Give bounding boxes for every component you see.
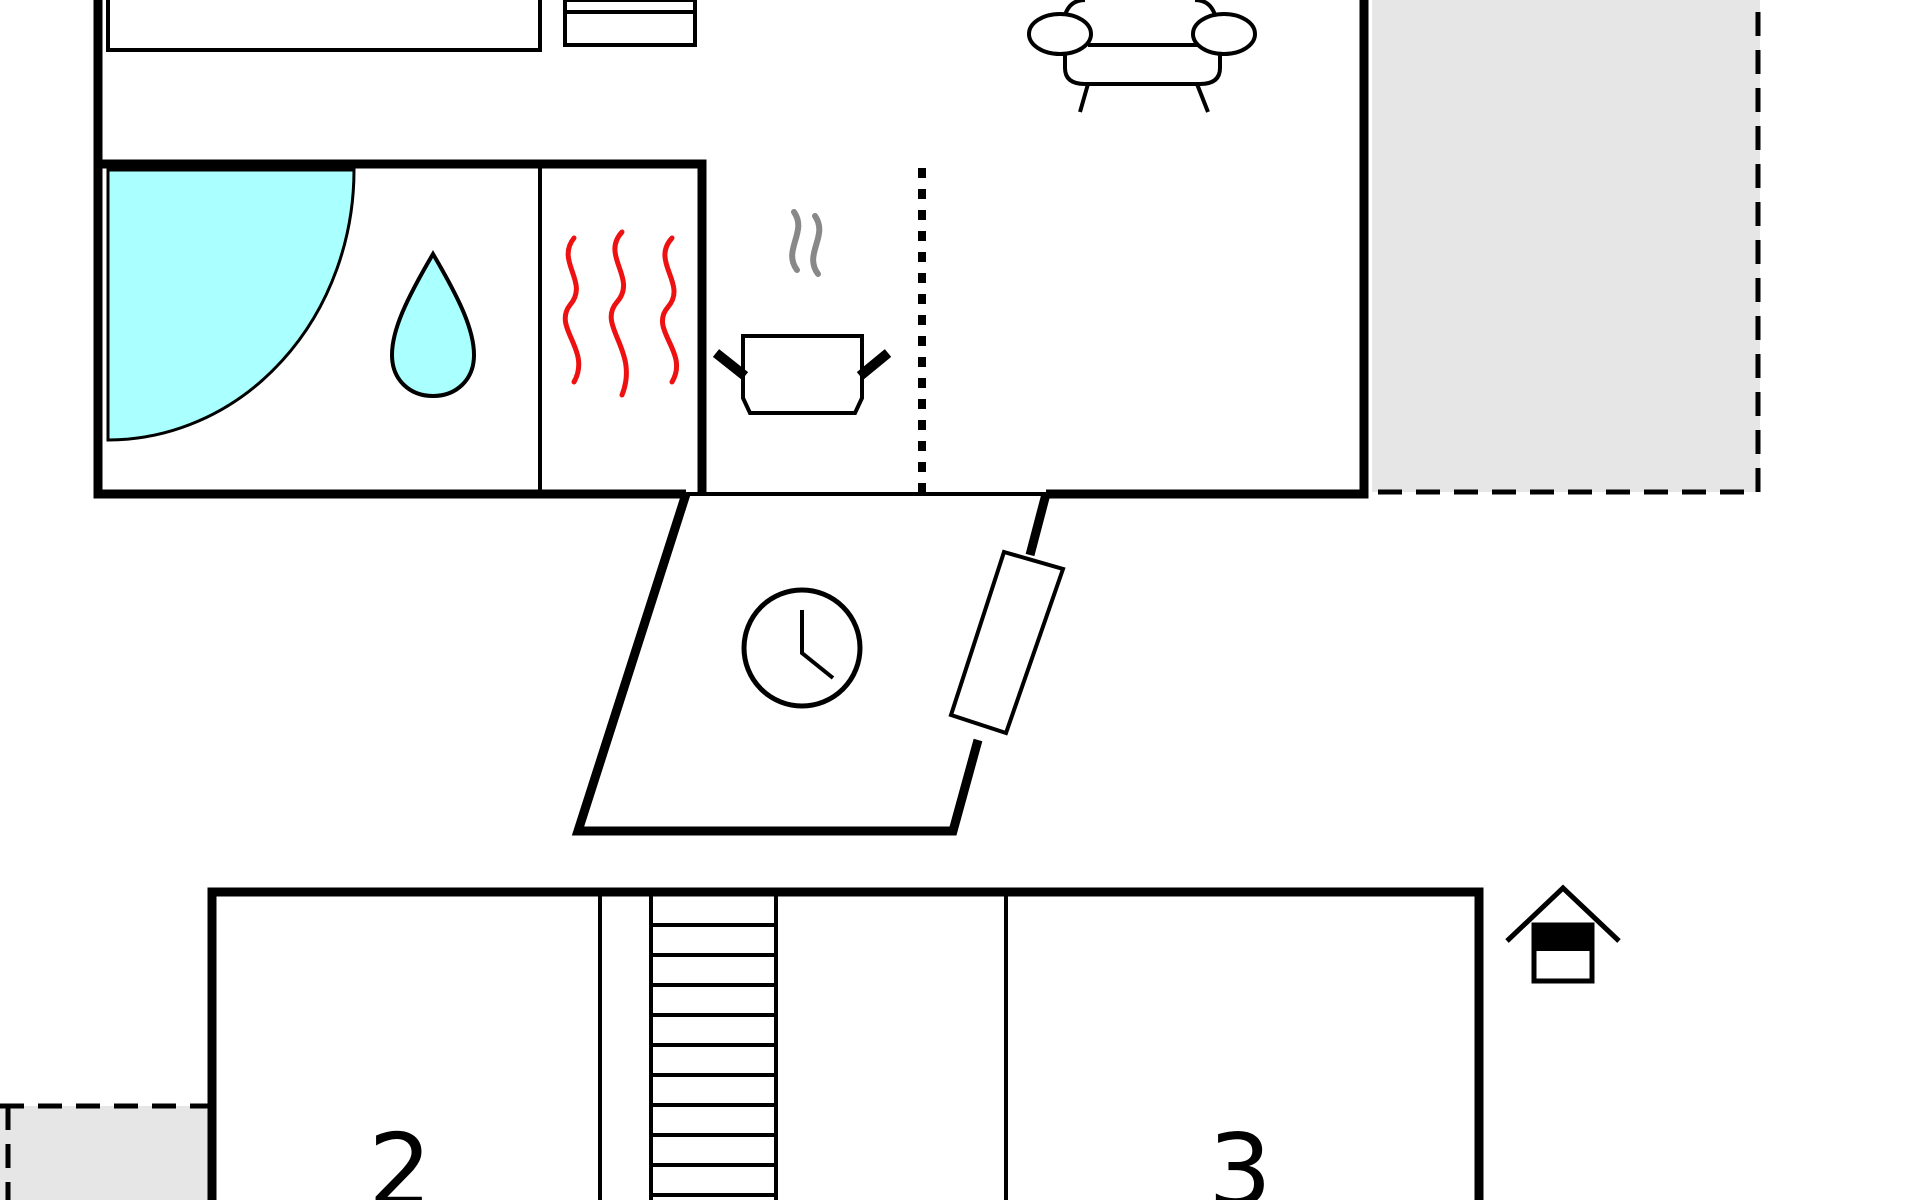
entrance-door <box>948 549 1066 736</box>
clock-icon <box>741 587 863 709</box>
terrace-right <box>1372 0 1761 495</box>
sauna-heat-icon <box>562 229 680 398</box>
main-building-walls <box>93 0 1369 499</box>
room-number-2: 2 <box>368 1112 432 1200</box>
staircase-icon <box>649 892 778 1200</box>
water-drop-icon <box>389 250 477 399</box>
entrance-hall <box>571 492 1066 836</box>
interior-partitions <box>102 0 707 494</box>
room-number-3: 3 <box>1208 1112 1272 1200</box>
lower-building <box>207 887 1484 1200</box>
terrace-left <box>0 1103 210 1200</box>
shower-icon <box>106 168 356 442</box>
house-icon <box>1505 884 1621 984</box>
cooking-pot-icon <box>712 209 892 415</box>
sofa-icon <box>1027 0 1257 113</box>
